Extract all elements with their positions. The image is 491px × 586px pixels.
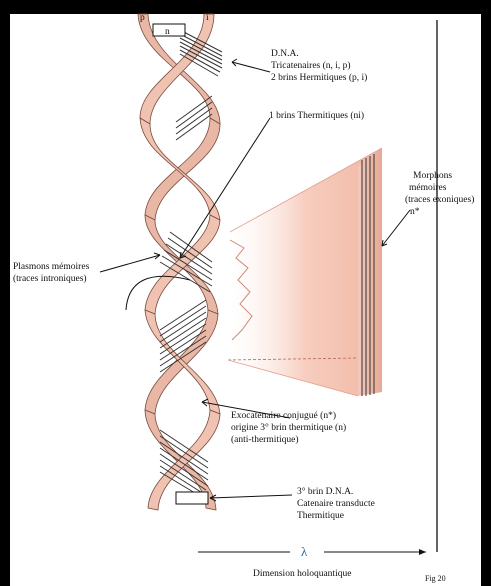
label-plasmons-1: Plasmons mémoires <box>13 262 90 272</box>
label-dimension: Dimension holoquantique <box>253 569 351 579</box>
bottom-box <box>176 492 208 504</box>
lambda-symbol: λ <box>301 544 308 559</box>
label-morphons-4: n* <box>410 207 420 217</box>
label-exo-2: origine 3° brin thermitique (n) <box>231 422 346 433</box>
label-third-1: 3° brin D.N.A. <box>297 486 353 497</box>
label-strand-i: i <box>206 13 209 23</box>
label-box-n: n <box>165 27 170 37</box>
lambda-arrowhead <box>419 549 426 555</box>
label-morphons-1: Morphons <box>413 171 452 181</box>
exocatenaire-cone <box>228 148 382 396</box>
label-thermitique: 1 brins Thermitiques (ni) <box>269 110 364 121</box>
label-dna-line2: Tricatenaires (n, i, p) <box>271 60 351 71</box>
label-exo-3: (anti-thermitique) <box>231 434 299 445</box>
helix-strand-i <box>140 14 220 510</box>
label-morphons-2: mémoires <box>409 183 447 193</box>
label-morphons-3: (traces exoniques) <box>405 194 474 205</box>
label-dna-line3: 2 brins Hermitiques (p, i) <box>271 72 367 83</box>
label-fig: Fig 20 <box>425 574 446 583</box>
label-third-3: Thermitique <box>297 511 344 521</box>
label-third-2: Catenaire transducte <box>297 499 375 509</box>
label-plasmons-2: (traces introniques) <box>13 273 87 284</box>
label-strand-p: p <box>140 13 145 23</box>
label-exo-1: Exocatenaire conjugué (n*) <box>231 410 336 421</box>
label-dna-title: D.N.A. <box>271 49 299 59</box>
